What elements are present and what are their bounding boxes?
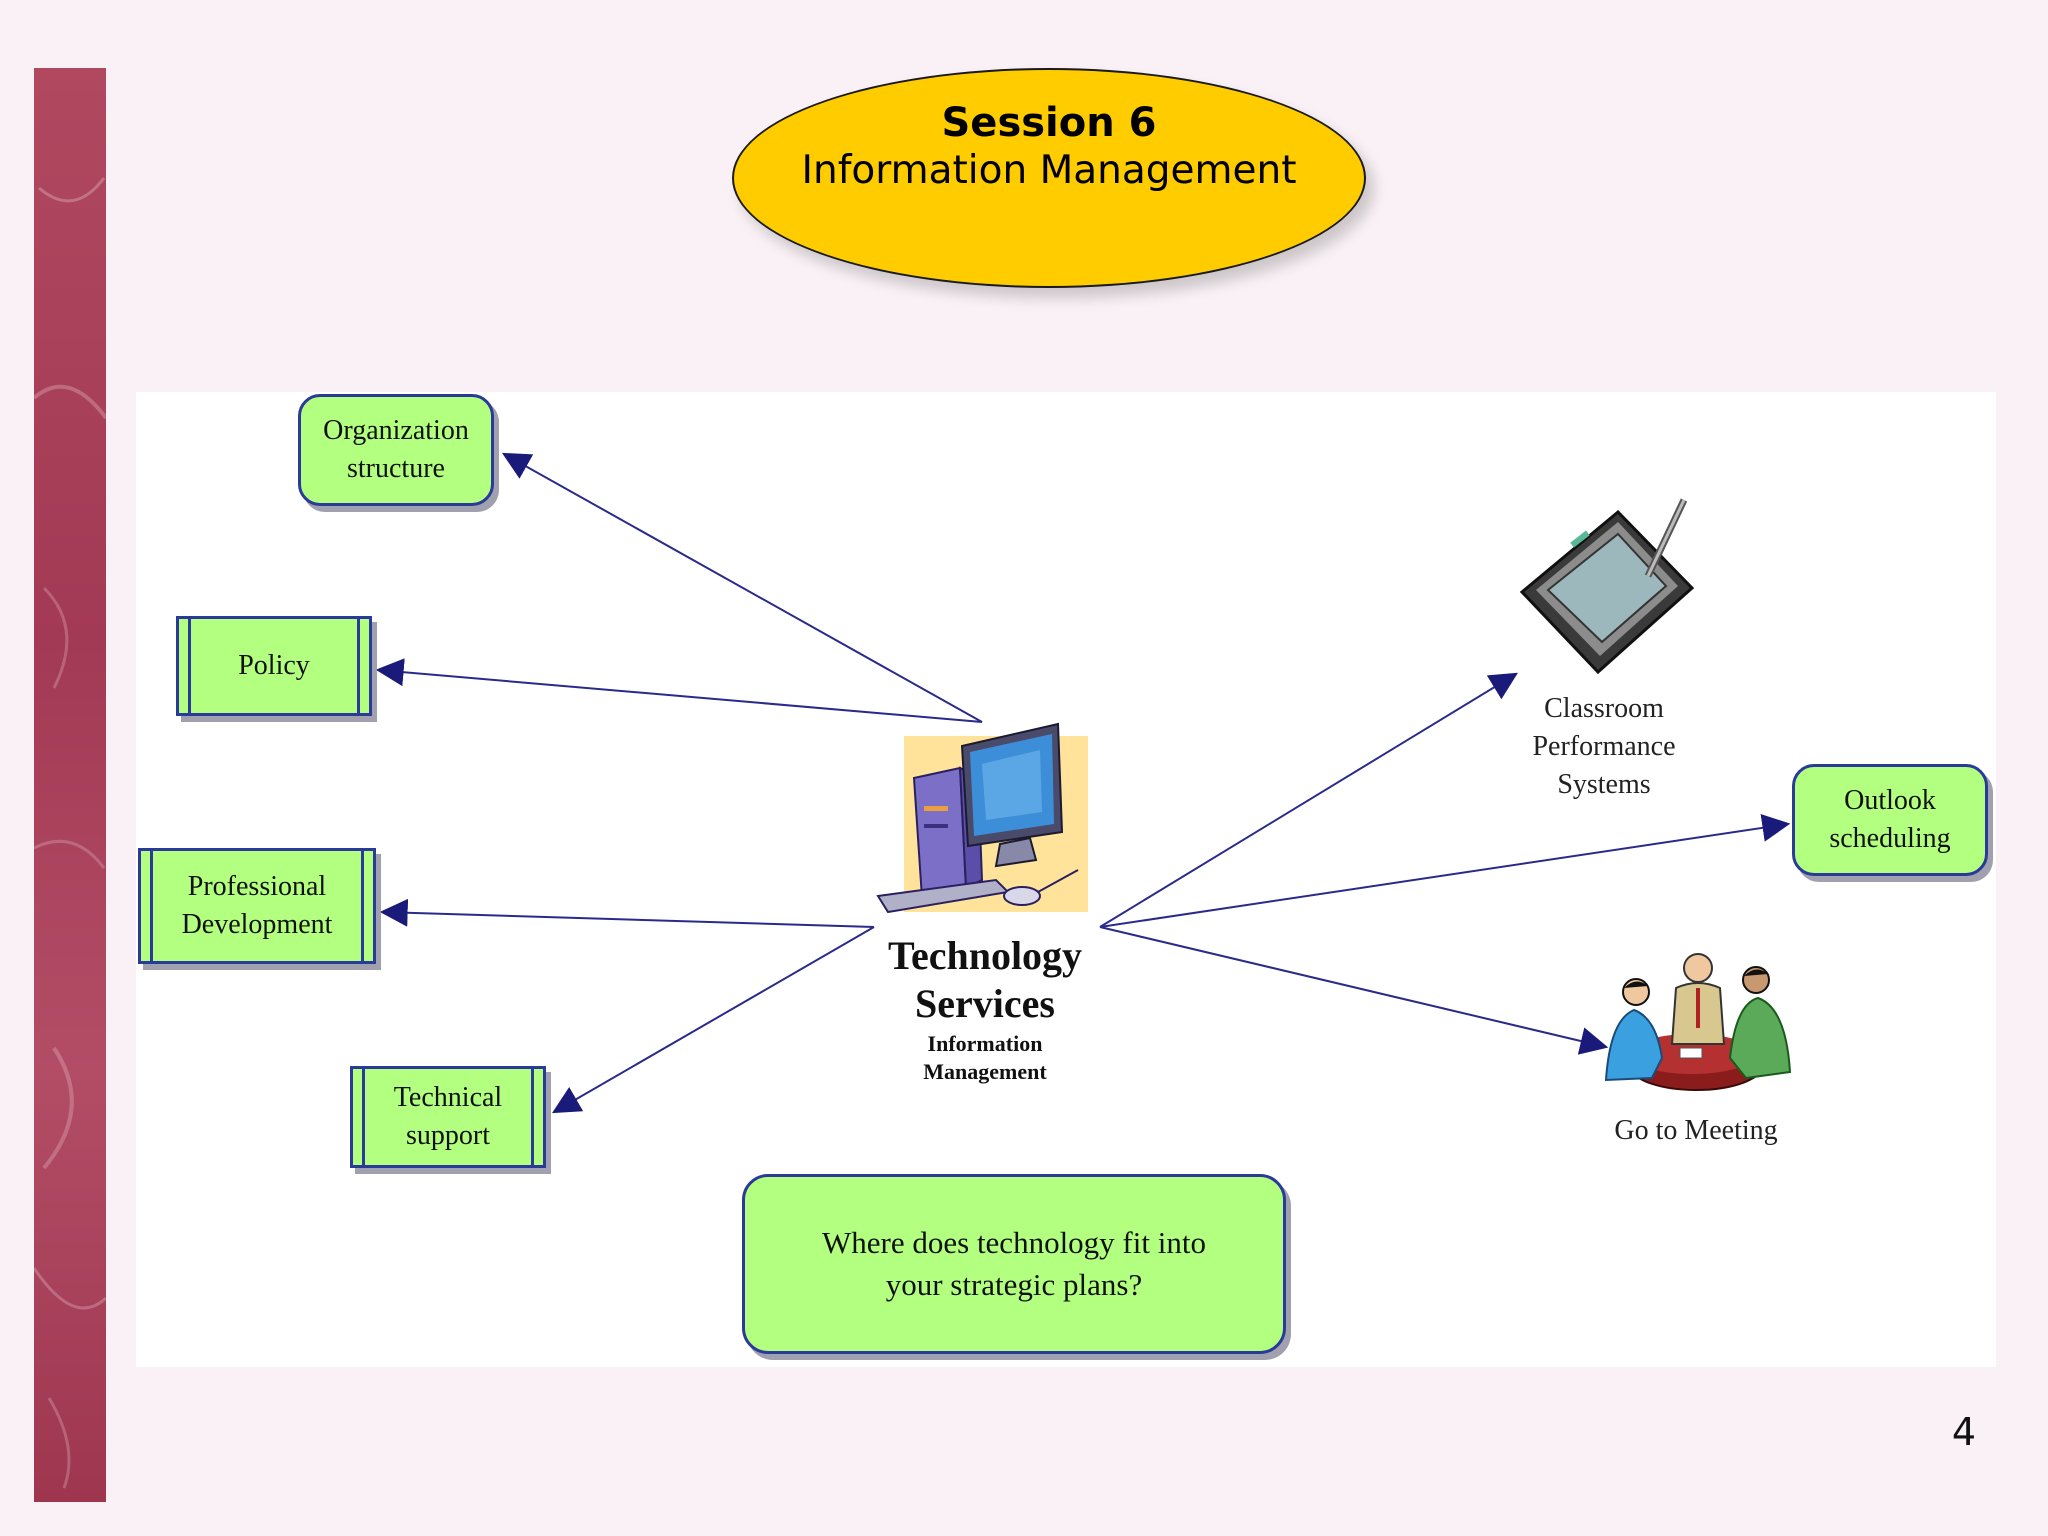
classroom-line1: Classroom bbox=[1544, 693, 1664, 724]
outlook-scheduling-node: Outlook scheduling bbox=[1792, 764, 1988, 876]
professional-development-node: Professional Development bbox=[138, 848, 376, 964]
center-subtitle: Information Management bbox=[850, 1030, 1120, 1086]
center-title: Technology Services bbox=[850, 932, 1120, 1028]
center-sub-line1: Information bbox=[927, 1031, 1043, 1056]
professional-line2: Development bbox=[181, 909, 333, 940]
arrow-to-outlook bbox=[1099, 813, 1791, 928]
meeting-label: Go to Meeting bbox=[1614, 1115, 1778, 1146]
page-number: 4 bbox=[1951, 1410, 1976, 1454]
arrow-to-meeting bbox=[1099, 926, 1609, 1055]
meeting-people-icon bbox=[1604, 953, 1792, 1091]
center-sub-line2: Management bbox=[923, 1059, 1047, 1084]
classroom-line2: Performance bbox=[1532, 731, 1676, 762]
policy-node: Policy bbox=[176, 616, 372, 716]
center-title-line1: Technology bbox=[887, 933, 1083, 978]
center-title-line2: Services bbox=[915, 981, 1055, 1026]
technical-line2: support bbox=[405, 1120, 490, 1151]
arrow-to-organization bbox=[501, 452, 983, 723]
tablet-icon bbox=[1519, 498, 1695, 675]
session-title-oval: Session 6 Information Management bbox=[732, 68, 1366, 288]
technical-line1: Technical bbox=[393, 1082, 503, 1113]
technical-support-node: Technical support bbox=[350, 1066, 546, 1168]
decorative-side-bar bbox=[34, 68, 106, 1502]
professional-line1: Professional bbox=[187, 871, 327, 902]
question-box: Where does technology fit into your stra… bbox=[742, 1174, 1286, 1354]
policy-label: Policy bbox=[238, 650, 310, 681]
outlook-line1: Outlook bbox=[1844, 785, 1936, 816]
arrow-to-technical bbox=[551, 926, 875, 1114]
session-title: Session 6 bbox=[941, 100, 1157, 146]
organization-line2: structure bbox=[347, 453, 445, 484]
session-subtitle: Information Management bbox=[801, 148, 1297, 193]
outlook-line2: scheduling bbox=[1829, 823, 1951, 854]
classroom-label: Classroom Performance Systems bbox=[1506, 690, 1702, 804]
arrow-to-classroom bbox=[1099, 672, 1518, 928]
arrow-to-professional bbox=[379, 898, 875, 928]
diagram-canvas: Organization structure Policy Profession… bbox=[136, 392, 1996, 1367]
organization-structure-node: Organization structure bbox=[298, 394, 494, 506]
arrow-to-policy bbox=[375, 658, 983, 723]
computer-icon bbox=[876, 722, 1088, 914]
question-line1: Where does technology fit into bbox=[822, 1225, 1206, 1260]
organization-line1: Organization bbox=[323, 415, 469, 446]
classroom-line3: Systems bbox=[1557, 769, 1651, 800]
diagram-arrows bbox=[375, 452, 1791, 1114]
question-line2: your strategic plans? bbox=[885, 1267, 1143, 1302]
